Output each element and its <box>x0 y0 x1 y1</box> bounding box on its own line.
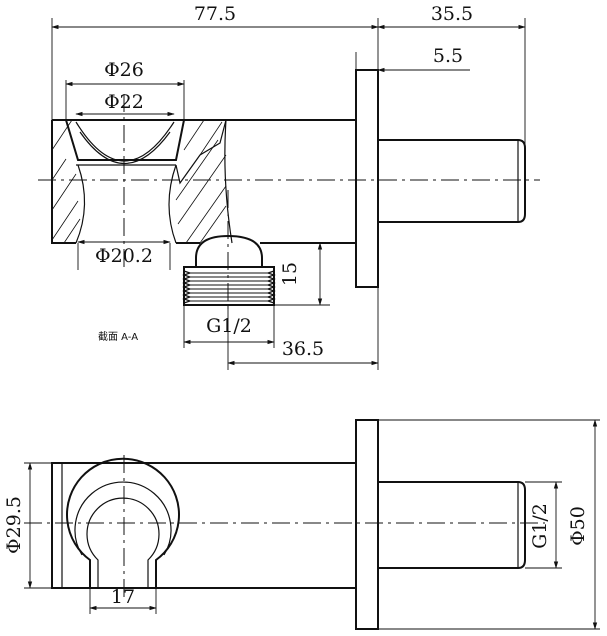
hatched-wall-right <box>175 119 233 244</box>
holder-slot <box>86 497 160 588</box>
front-view: Φ29.5 17 G1/2 Φ50 <box>3 419 600 630</box>
dimension-overall-length: 77.5 <box>194 3 236 25</box>
seat-cup-curve-outer <box>75 121 175 162</box>
outlet-pipe-front <box>378 481 526 569</box>
dimension-body-dia: Φ29.5 <box>3 496 25 554</box>
dimension-slot-width: 17 <box>111 586 135 608</box>
hatched-wall-left <box>51 119 81 244</box>
seat-cup-outline <box>65 119 185 161</box>
inlet-thread <box>182 266 276 306</box>
seat-cup-curve-inner <box>79 131 171 165</box>
dimension-inlet-thread: G1/2 <box>206 315 252 337</box>
dimension-outlet-length: 35.5 <box>431 3 473 25</box>
dimension-inlet-height: 15 <box>279 262 301 286</box>
body-outline-section <box>51 119 356 244</box>
section-view: 77.5 35.5 5.5 Φ26 Φ22 <box>38 3 540 370</box>
dimension-flange-dia: Φ50 <box>567 506 589 546</box>
holder-ring-inner <box>74 481 172 556</box>
inlet-nozzle-dome <box>195 234 263 267</box>
bore-right-curve <box>168 164 177 244</box>
bore-left-curve <box>75 164 86 244</box>
outlet-pipe <box>378 139 526 223</box>
dimension-seat-outer-dia: Φ26 <box>104 59 144 81</box>
flange-plate <box>355 69 379 288</box>
holder-ring-outer <box>66 457 180 588</box>
dimension-flange-thickness: 5.5 <box>433 45 463 67</box>
section-label: 截面 A-A <box>98 330 138 343</box>
dimension-outlet-thread: G1/2 <box>529 503 551 549</box>
dimension-inlet-offset: 36.5 <box>282 338 324 360</box>
flange-plate-front <box>355 419 379 630</box>
